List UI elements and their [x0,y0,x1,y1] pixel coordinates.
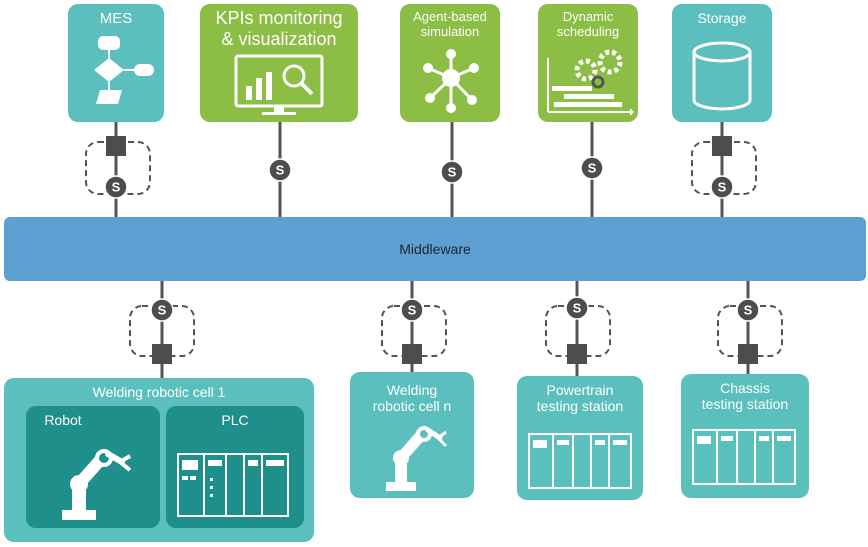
agent-service-badge-label: S [448,165,457,180]
storage-adapter-block [712,136,732,156]
kpis-service-badge [268,158,292,182]
sched-service-badge [580,156,604,180]
robot-subbox: Robot [26,406,160,528]
chassis-service-badge-label: S [744,303,753,318]
plc-rack-icon [177,453,289,517]
robot-arm-icon [386,426,448,491]
powertrain-label: Powertrain testing station [536,382,624,415]
kpis-box: KPIs monitoring & visualization [200,4,358,122]
agent-service-badge [440,160,464,184]
mes-box: MES [68,4,164,122]
celln-service-badge-label: S [408,303,417,318]
robot-arm-icon [62,449,132,520]
chassis-station-box: Chassis testing station [681,374,809,498]
sched-service-badge-label: S [588,161,597,176]
kpis-label: KPIs monitoring & visualization [215,8,343,49]
network-nodes-icon [423,49,479,113]
middleware-bar: Middleware [4,217,866,281]
gantt-gears-icon [547,49,634,116]
kpis-service-badge-label: S [276,163,285,178]
mes-service-badge [104,175,128,199]
celln-adapter-block [402,344,422,364]
powertrain-service-badge [565,296,589,320]
agent-simulation-box: Agent-based simulation [400,4,500,122]
monitor-chart-icon [234,54,324,115]
cell1-service-badge-label: S [158,303,167,318]
mes-adapter-block [106,136,126,156]
cell1-label: Welding robotic cell 1 [92,384,226,400]
plc-rack-icon [528,433,632,489]
cell1-adapter-block [152,344,172,364]
mes-service-badge-label: S [112,180,121,195]
welding-cell-1-box: Welding robotic cell 1 Robot PLC [4,378,314,542]
agent-label: Agent-based simulation [413,9,487,39]
storage-service-badge [710,175,734,199]
sched-label: Dynamic scheduling [556,9,620,39]
plc-subbox: PLC [166,406,304,528]
robot-label: Robot [44,412,82,428]
storage-box: Storage [672,4,772,122]
powertrain-service-badge-label: S [573,301,582,316]
scheduling-box: Dynamic scheduling [538,4,638,122]
mes-label: MES [99,10,133,27]
powertrain-station-box: Powertrain testing station [517,376,643,500]
chassis-adapter-block [738,344,758,364]
plc-label: PLC [221,412,249,428]
database-cylinder-icon [692,41,752,111]
chassis-service-badge [736,298,760,322]
flowchart-icon [94,36,154,104]
storage-service-badge-label: S [718,180,727,195]
cell1-service-badge [150,298,174,322]
chassis-label: Chassis testing station [701,380,789,413]
welding-cell-n-box: Welding robotic cell n [350,372,474,498]
plc-rack-icon [692,429,796,485]
storage-label: Storage [697,10,747,26]
celln-label: Welding robotic cell n [372,382,452,415]
powertrain-adapter-block [567,344,587,364]
celln-service-badge [400,298,424,322]
